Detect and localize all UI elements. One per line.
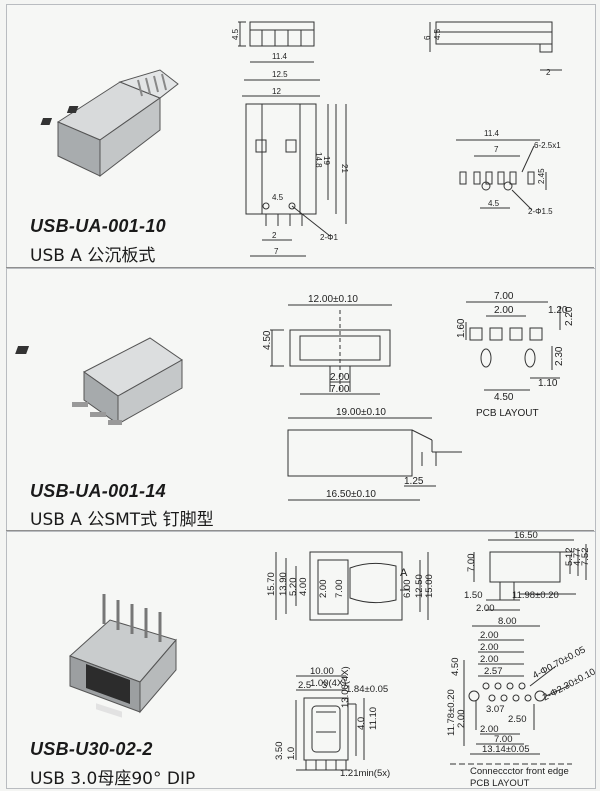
section-2-description: USB A 公SMT式 钉脚型 xyxy=(30,510,214,530)
section-1-code: USB-UA-001-10 xyxy=(30,216,166,236)
section-divider-2 xyxy=(6,530,594,531)
section-1-description: USB A 公沉板式 xyxy=(30,246,156,266)
section-2-code: USB-UA-001-14 xyxy=(30,481,166,501)
section-3-code: USB-U30-02-2 xyxy=(30,739,153,759)
section-divider-1 xyxy=(6,267,594,268)
section-3-description: USB 3.0母座90° DIP xyxy=(30,769,196,789)
